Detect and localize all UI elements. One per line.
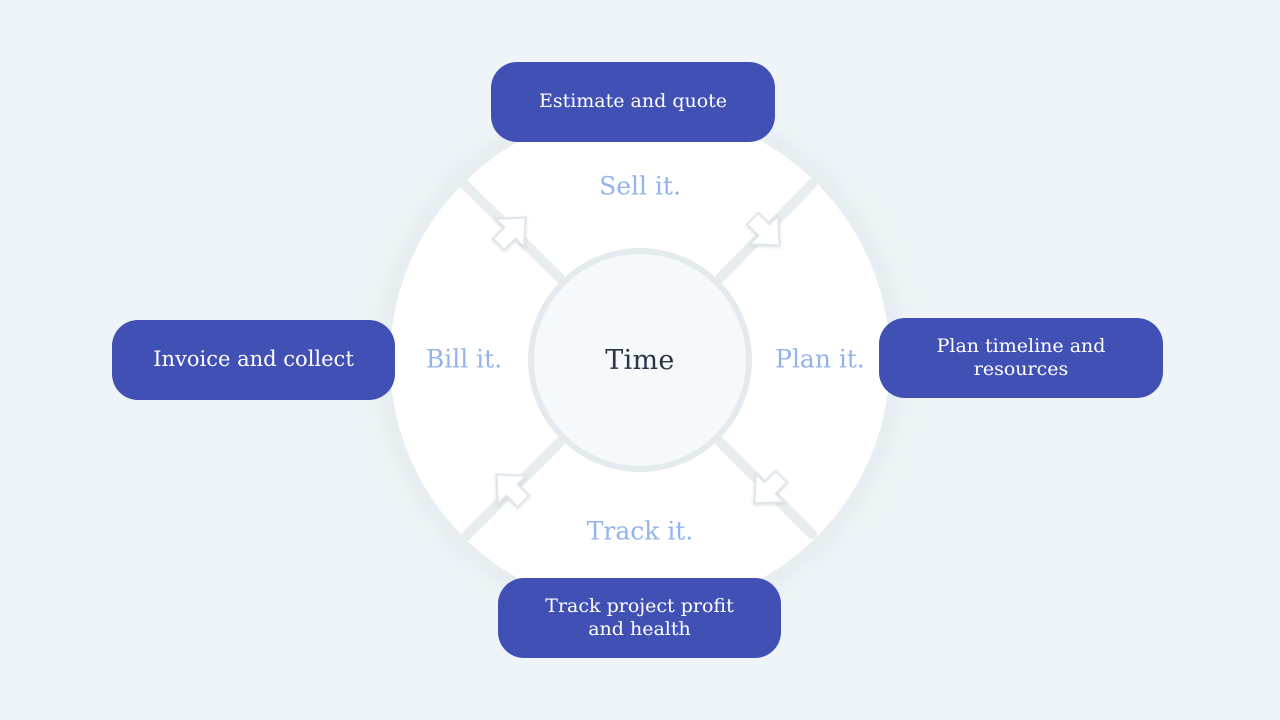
box-track-project-profit: Track project profit and health: [498, 578, 781, 658]
arrow-plan-icon: [745, 211, 781, 247]
box-label: Plan timeline and resources: [936, 334, 1106, 380]
box-estimate-and-quote: Estimate and quote: [491, 62, 775, 142]
arrow-sell-icon: [491, 216, 527, 252]
hub-label: Time: [605, 344, 675, 376]
center-hub: Time: [528, 248, 752, 472]
box-plan-timeline: Plan timeline and resources: [879, 318, 1163, 398]
box-invoice-and-collect: Invoice and collect: [112, 320, 395, 400]
stage-label-plan: Plan it.: [775, 344, 865, 374]
arrow-bill-icon: [495, 473, 531, 509]
stage-label-sell: Sell it.: [599, 171, 681, 201]
stage-label-track: Track it.: [586, 516, 694, 546]
stage-label-bill: Bill it.: [425, 344, 503, 374]
box-label: Estimate and quote: [538, 90, 728, 113]
box-label: Invoice and collect: [153, 347, 354, 372]
box-label: Track project profit and health: [545, 594, 734, 640]
arrow-track-icon: [753, 469, 789, 505]
